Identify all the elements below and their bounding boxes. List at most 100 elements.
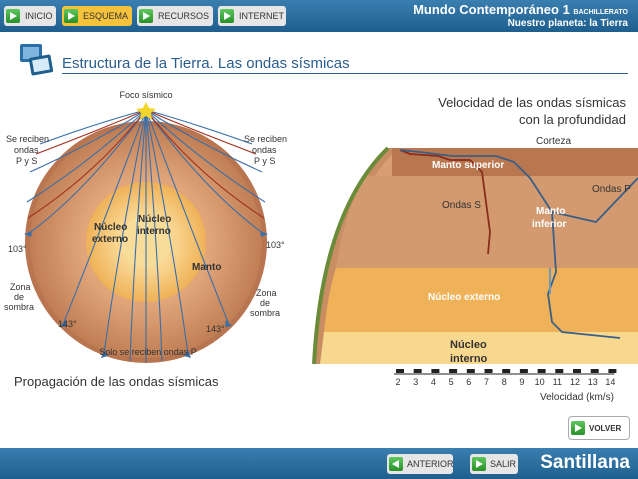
title-divider: [62, 73, 628, 74]
play-icon: [571, 421, 585, 435]
p-wave-core-curve: [547, 211, 621, 339]
label-ondas-p: Ondas P: [592, 184, 631, 195]
label-left-143: 143°: [58, 319, 77, 329]
axis-tick: [396, 369, 404, 373]
play-back-icon: [389, 457, 403, 471]
axis-tick: [449, 369, 458, 373]
app-title-level: BACHILLERATO: [573, 9, 628, 16]
nav-esquema-button[interactable]: ESQUEMA: [62, 6, 132, 26]
axis-tick-label: 4: [431, 377, 436, 387]
label-right-reciben-2: ondas: [252, 145, 277, 155]
nav-internet-label: INTERNET: [239, 11, 284, 21]
axis-tick-label: 12: [570, 377, 580, 387]
app-subtitle: Nuestro planeta: la Tierra: [507, 18, 628, 29]
label-foco: Foco sísmico: [119, 90, 172, 100]
volver-button[interactable]: VOLVER: [568, 416, 630, 440]
play-icon: [6, 9, 20, 23]
right-title-line-1: Velocidad de las ondas sísmicas: [438, 95, 626, 110]
axis-tick: [608, 369, 617, 373]
label-manto: Manto: [192, 262, 221, 273]
axis-tick-label: 5: [449, 377, 454, 387]
label-nucleo-interno-1: Núcleo: [138, 214, 171, 225]
monitor-icon: [20, 44, 54, 76]
axis-tick: [484, 369, 493, 373]
label-nucleo-interno-2: interno: [137, 226, 171, 237]
nucleo-interno-layer: [320, 332, 638, 364]
axis-tick-label: 9: [519, 377, 524, 387]
label-right-103: 103°: [266, 240, 285, 250]
axis-tick: [519, 369, 528, 373]
label-nucleo-interno-1: Núcleo: [450, 339, 487, 351]
label-right-reciben-1: Se reciben: [244, 134, 287, 144]
brand-logo: Santillana: [540, 452, 630, 473]
salir-button[interactable]: SALIR: [470, 454, 518, 474]
axis-tick: [502, 369, 511, 373]
s-wave-rays: [27, 109, 265, 219]
app-title: Mundo Contemporáneo 1 BACHILLERATO: [413, 2, 628, 17]
surface-edge: [312, 146, 390, 365]
label-right-reciben-3: P y S: [254, 156, 275, 166]
axis-tick: [413, 369, 422, 373]
axis-tick-label: 6: [466, 377, 471, 387]
label-right-143: 143°: [206, 324, 225, 334]
label-nucleo-externo-2: externo: [92, 234, 128, 245]
label-nucleo-externo: Núcleo externo: [428, 292, 500, 303]
header-bar: INICIO ESQUEMA RECURSOS INTERNET Mundo C…: [0, 0, 638, 32]
nav-esquema-label: ESQUEMA: [83, 11, 129, 21]
ray-arrows: [24, 231, 268, 358]
label-corteza: Corteza: [536, 136, 571, 147]
right-title-line-2: con la profundidad: [519, 112, 626, 127]
label-nucleo-interno-2: interno: [450, 353, 488, 365]
seismic-propagation-diagram: Foco sísmico Se reciben ondas P y S Se r…: [0, 82, 300, 370]
axis-tick: [590, 369, 599, 373]
axis-tick-label: 7: [484, 377, 489, 387]
label-right-zona-1: Zona: [256, 288, 277, 298]
label-left-zona-3: sombra: [4, 302, 34, 312]
play-icon: [472, 457, 486, 471]
axis-tick-label: 3: [413, 377, 418, 387]
nucleo-externo-layer: [324, 268, 638, 332]
label-left-zona-1: Zona: [10, 282, 31, 292]
velocity-axis-label: Velocidad (km/s): [540, 392, 614, 403]
seismic-rays: [26, 109, 266, 362]
axis-tick: [466, 369, 475, 373]
axis-tick-label: 10: [535, 377, 545, 387]
play-icon: [64, 9, 78, 23]
nav-recursos-button[interactable]: RECURSOS: [137, 6, 213, 26]
nav-inicio-button[interactable]: INICIO: [4, 6, 56, 26]
anterior-button[interactable]: ANTERIOR: [387, 454, 454, 474]
label-right-zona-3: sombra: [250, 308, 280, 318]
nav-internet-button[interactable]: INTERNET: [218, 6, 286, 26]
label-solo-p: Solo se reciben ondas P: [99, 347, 197, 357]
axis-tick: [431, 369, 440, 373]
axis-tick: [537, 369, 546, 373]
nav-inicio-label: INICIO: [25, 11, 53, 21]
axis-tick-label: 8: [502, 377, 507, 387]
play-icon: [139, 9, 153, 23]
left-diagram-caption: Propagación de las ondas sísmicas: [14, 374, 219, 389]
page-title-row: Estructura de la Tierra. Las ondas sísmi…: [14, 40, 628, 76]
label-left-zona-2: de: [14, 292, 24, 302]
footer-bar: ANTERIOR SALIR Santillana: [0, 448, 638, 479]
focus-star-icon: [136, 102, 156, 120]
salir-label: SALIR: [490, 459, 517, 469]
right-diagram-title: Velocidad de las ondas sísmicas con la p…: [438, 94, 626, 128]
velocity-depth-diagram: Corteza Manto superior Ondas P Ondas S M…: [300, 82, 638, 412]
axis-tick-label: 13: [588, 377, 598, 387]
label-left-reciben-1: Se reciben: [6, 134, 49, 144]
label-ondas-s: Ondas S: [442, 200, 481, 211]
label-manto-inferior-2: inferior: [532, 219, 567, 230]
label-left-103: 103°: [8, 244, 27, 254]
anterior-label: ANTERIOR: [407, 459, 454, 469]
axis-tick: [555, 369, 564, 373]
play-icon: [220, 9, 234, 23]
volver-label: VOLVER: [589, 423, 622, 433]
axis-tick-label: 11: [553, 377, 562, 387]
label-right-zona-2: de: [260, 298, 270, 308]
s-wave-curve: [399, 149, 491, 255]
manto-inferior-layer: [336, 176, 638, 268]
label-left-reciben-2: ondas: [14, 145, 39, 155]
page-title: Estructura de la Tierra. Las ondas sísmi…: [62, 55, 350, 72]
